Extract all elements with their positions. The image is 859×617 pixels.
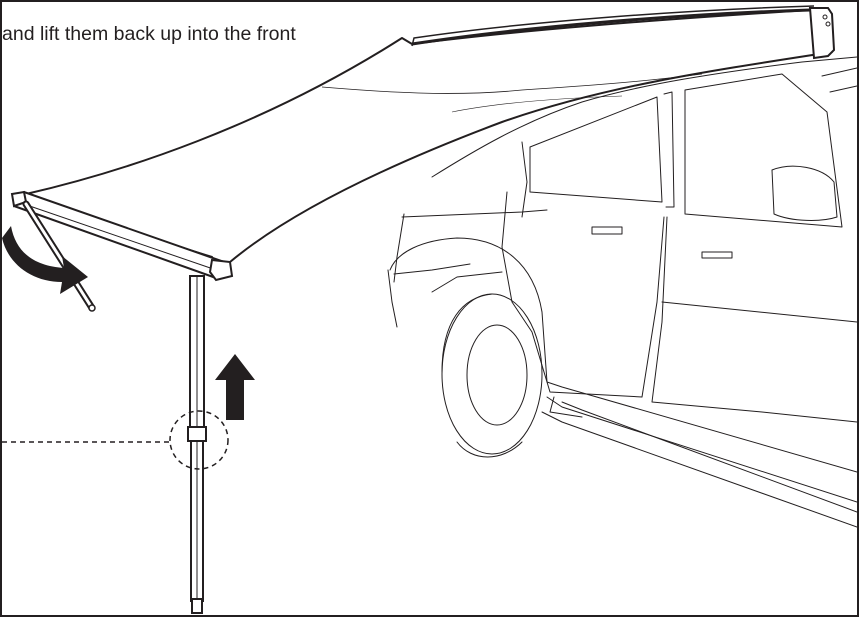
awning-housing-cap (808, 7, 836, 60)
support-pole (187, 275, 207, 614)
awning-canopy (13, 9, 833, 268)
detail-callout (2, 410, 229, 470)
up-arrow-icon (215, 354, 255, 420)
support-arm (22, 200, 96, 312)
instruction-text: and lift them back up into the front (2, 23, 296, 45)
front-window (529, 96, 663, 203)
side-mirror (771, 165, 838, 221)
rear-door (651, 216, 857, 423)
front-door (501, 191, 665, 398)
front-wheel-arch (389, 237, 548, 383)
running-board (546, 381, 857, 473)
vehicle (387, 56, 857, 528)
front-tire (441, 293, 543, 458)
dashed-circle (169, 410, 229, 470)
curved-arrow-icon (2, 226, 88, 294)
rear-window (684, 73, 843, 228)
awning (10, 5, 836, 282)
